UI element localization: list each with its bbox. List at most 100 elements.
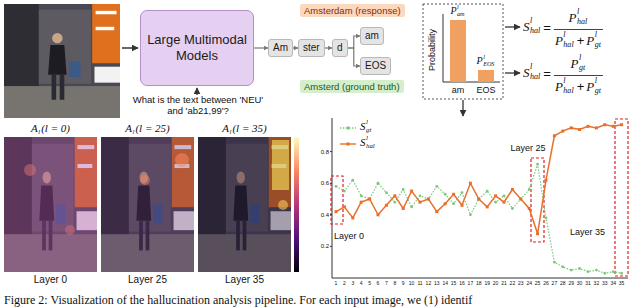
bar-label: EOS (476, 86, 495, 95)
x-tick: 30 (577, 281, 583, 286)
question-text: What is the text between 'NEU' and 'ab21… (128, 95, 268, 117)
drawing-part (335, 185, 338, 188)
x-tick: 8 (393, 281, 396, 286)
drawing-part (444, 193, 447, 196)
node-text: Amsterdam (response) (304, 5, 401, 16)
drawing-part (620, 123, 623, 126)
panel-title: A (31, 123, 38, 134)
drawing-part (351, 179, 354, 182)
formula-symbol: gt (579, 64, 585, 72)
drawing-part (377, 213, 380, 216)
drawing-part (494, 194, 497, 197)
drawing-part (101, 137, 194, 272)
x-tick: 23 (518, 281, 524, 286)
bar-label: EOS (483, 61, 494, 67)
attention-map (4, 137, 97, 272)
drawing-part (435, 210, 438, 213)
drawing-part (385, 204, 388, 207)
formula-symbol: P (569, 11, 577, 24)
drawing-part (587, 125, 590, 128)
legend-index: gt (366, 127, 371, 134)
drawing-part (393, 194, 396, 197)
panel-title: l (230, 129, 232, 136)
flow-arrow (122, 47, 138, 49)
drawing-part (528, 207, 531, 210)
drawing-part (545, 179, 548, 182)
drawing-part (343, 205, 346, 208)
panel-title: l (133, 129, 135, 136)
formula-symbol: l (577, 8, 579, 16)
formula-symbol: hal (563, 87, 573, 95)
axis-title: Probability (428, 29, 437, 71)
formula-symbol: hal (563, 41, 573, 49)
x-tick: 10 (409, 281, 415, 286)
node-text: d (337, 42, 343, 54)
fraction-bar (554, 29, 603, 30)
drawing-part (536, 232, 539, 235)
drawing-part (469, 182, 472, 185)
panel-caption: Layer 35 (225, 275, 264, 285)
colorbar (294, 137, 299, 272)
drawing-part (4, 137, 97, 272)
drawing-part (435, 185, 438, 188)
drawing-part (603, 123, 606, 126)
formula-symbol: l (530, 17, 532, 25)
score-line (336, 125, 622, 234)
drawing-part (519, 198, 522, 201)
tick-mark (330, 246, 332, 247)
node-text: am (365, 30, 379, 42)
drawing-part (360, 194, 363, 197)
drawing-part (340, 143, 356, 144)
panel-caption: Layer 25 (128, 275, 167, 285)
axis-line (332, 278, 628, 279)
drawing-part (620, 272, 623, 275)
prob-bar (450, 20, 466, 82)
drawing-part (477, 198, 480, 201)
x-tick: 16 (459, 281, 465, 286)
node-text: Large Multimodal Models (145, 32, 249, 63)
drawing-part (511, 188, 514, 191)
bar-label: am (457, 11, 465, 17)
drawing-part (427, 198, 430, 201)
formula-symbol: l (595, 31, 597, 39)
callout-label: Layer 0 (334, 232, 364, 241)
legend-text: S (360, 137, 366, 148)
drawing-part (545, 217, 548, 220)
legend-sample (340, 143, 356, 146)
x-tick: 25 (535, 281, 541, 286)
token-box: am (360, 27, 384, 45)
callout-label: Layer 25 (510, 144, 545, 153)
drawing-part (65, 225, 75, 235)
x-tick: 20 (493, 281, 499, 286)
formula-symbol: S (523, 66, 530, 79)
panel-title: (l = 25) (135, 123, 169, 134)
drawing-part (536, 163, 539, 166)
axis-line (443, 14, 444, 82)
drawing-part (519, 198, 522, 201)
token-box: d (332, 39, 348, 57)
drawing-part (587, 270, 590, 273)
drawing-part (503, 201, 506, 204)
formula-symbol: l (530, 63, 532, 71)
drawing-part (419, 201, 422, 204)
x-tick: 9 (402, 281, 405, 286)
legend-index: l (366, 119, 368, 126)
x-tick: 21 (501, 281, 507, 286)
drawing-part (419, 194, 422, 197)
y-tick: 0.4 (321, 212, 329, 218)
formula-symbol: = (543, 67, 551, 80)
tick-mark (330, 214, 332, 215)
drawing-part (570, 269, 573, 272)
drawing-part (101, 137, 194, 272)
formula-symbol: P (555, 34, 563, 47)
formula-symbol: = (543, 21, 551, 34)
legend-sample (340, 126, 356, 130)
x-tick: 4 (360, 281, 363, 286)
formula-symbol: + (577, 34, 585, 47)
drawing-part (4, 137, 97, 272)
drawing-part (402, 188, 405, 191)
y-tick: 0.2 (321, 243, 329, 249)
highlight-box (615, 119, 628, 276)
drawing-part (461, 204, 464, 207)
dotted-frame (423, 4, 503, 99)
